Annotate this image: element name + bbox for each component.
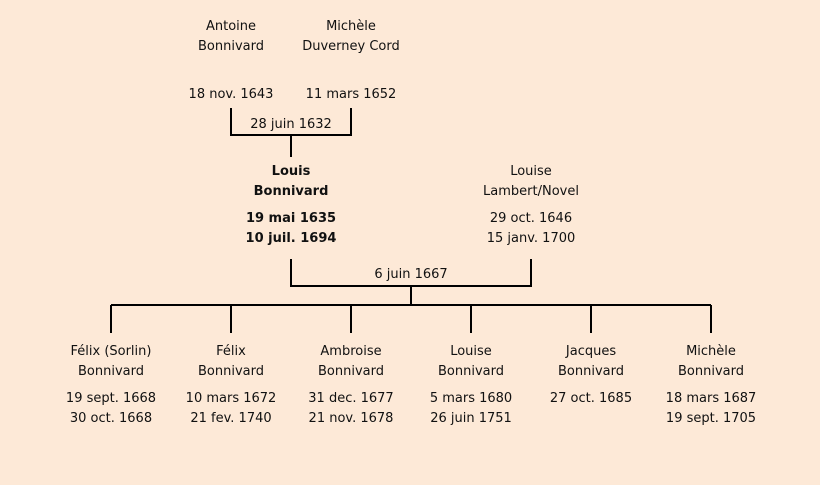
first-name: Félix: [216, 344, 246, 359]
first-name: Michèle: [326, 19, 376, 34]
last-name: Bonnivard: [253, 184, 329, 199]
birth-date: 11 mars 1652: [305, 87, 397, 102]
last-name: Lambert/Novel: [483, 184, 579, 199]
couple-marriage-date: 6 juin 1667: [374, 267, 448, 282]
birth-date: 27 oct. 1685: [549, 391, 633, 406]
birth-date: 5 mars 1680: [429, 391, 513, 406]
last-name: Bonnivard: [318, 364, 384, 379]
last-name: Bonnivard: [198, 39, 264, 54]
death-date: 10 juil. 1694: [245, 231, 337, 246]
last-name: Bonnivard: [678, 364, 744, 379]
child-felix-sorlin[interactable]: Félix (Sorlin) Bonnivard 19 sept. 1668 3…: [31, 342, 191, 429]
birth-date: 10 mars 1672: [185, 391, 277, 406]
birth-date: 19 sept. 1668: [65, 391, 157, 406]
death-date: 21 nov. 1678: [308, 411, 394, 426]
person-antoine-bonnivard[interactable]: Antoine Bonnivard 18 nov. 1643: [151, 17, 311, 105]
child-felix[interactable]: Félix Bonnivard 10 mars 1672 21 fev. 174…: [151, 342, 311, 429]
birth-date: 31 dec. 1677: [308, 391, 394, 406]
first-name: Louis: [271, 164, 311, 179]
last-name: Bonnivard: [438, 364, 504, 379]
death-date: 21 fev. 1740: [190, 411, 272, 426]
first-name: Louise: [510, 164, 552, 179]
first-name: Antoine: [205, 19, 257, 34]
person-louis-bonnivard[interactable]: Louis Bonnivard 19 mai 1635 10 juil. 169…: [211, 162, 371, 249]
death-date: 26 juin 1751: [430, 411, 512, 426]
first-name: Michèle: [686, 344, 736, 359]
child-jacques[interactable]: Jacques Bonnivard 27 oct. 1685: [511, 342, 671, 409]
birth-date: 18 nov. 1643: [188, 87, 274, 102]
last-name: Duverney Cord: [302, 39, 400, 54]
child-ambroise[interactable]: Ambroise Bonnivard 31 dec. 1677 21 nov. …: [271, 342, 431, 429]
child-michele[interactable]: Michèle Bonnivard 18 mars 1687 19 sept. …: [631, 342, 791, 429]
first-name: Félix (Sorlin): [70, 344, 152, 359]
last-name: Bonnivard: [558, 364, 624, 379]
first-name: Jacques: [565, 344, 617, 359]
first-name: Ambroise: [320, 344, 382, 359]
death-date: 30 oct. 1668: [69, 411, 153, 426]
first-name: Louise: [450, 344, 492, 359]
birth-date: 18 mars 1687: [665, 391, 757, 406]
person-michele-duverney-cord[interactable]: Michèle Duverney Cord 11 mars 1652: [271, 17, 431, 105]
birth-date: 19 mai 1635: [245, 211, 337, 226]
person-louise-lambert-novel[interactable]: Louise Lambert/Novel 29 oct. 1646 15 jan…: [451, 162, 611, 249]
child-louise[interactable]: Louise Bonnivard 5 mars 1680 26 juin 175…: [391, 342, 551, 429]
last-name: Bonnivard: [198, 364, 264, 379]
death-date: 19 sept. 1705: [665, 411, 757, 426]
death-date: 15 janv. 1700: [486, 231, 576, 246]
birth-date: 29 oct. 1646: [489, 211, 573, 226]
grandparents-marriage-date: 28 juin 1632: [250, 117, 332, 132]
last-name: Bonnivard: [78, 364, 144, 379]
